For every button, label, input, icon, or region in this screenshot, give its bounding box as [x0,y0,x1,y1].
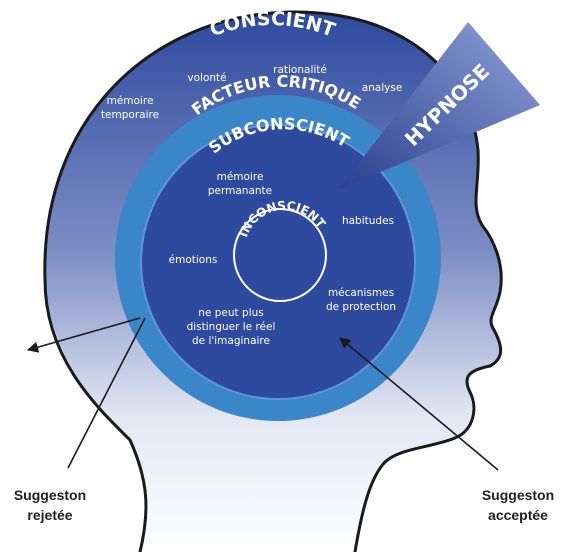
subconscient-item-mecanismes-line1: mécanismes [328,287,394,299]
head-outline [43,10,503,552]
subconscient-item-memoire-permanante-line2: permanante [208,185,272,197]
conscient-item-rationalite: rationalité [273,64,327,76]
accepted-suggestion-arrow [339,337,499,471]
hypnose-wedge [338,22,540,190]
subconscient-item-mecanismes-line2: de protection [326,301,396,313]
subconscient-item-emotions: émotions [169,254,218,266]
conscient-item-memoire-temporaire-line2: temporaire [101,109,159,121]
inconscient-core [233,208,327,302]
rejected-suggestion-line [67,317,146,469]
caption-rejected-line1: Suggeston [14,487,86,503]
conscient-item-memoire-temporaire-line1: mémoire [107,95,154,107]
subconscient-item-reel-line3: de l'imaginaire [192,335,270,347]
subconscient-item-memoire-permanante-line1: mémoire [217,171,264,183]
conscient-item-analyse: analyse [362,82,403,94]
subconscient-item-reel-line1: ne peut plus [198,307,263,319]
subconscient-item-habitudes: habitudes [342,215,394,227]
rejected-suggestion-arrow [26,317,141,353]
subconscient-item-reel-line2: distinguer le réel [187,321,276,333]
caption-rejected-line2: rejetée [27,507,72,523]
caption-accepted-line1: Suggeston [482,487,554,503]
caption-accepted-line2: acceptée [488,507,548,523]
conscient-item-volonte: volonté [187,72,226,84]
